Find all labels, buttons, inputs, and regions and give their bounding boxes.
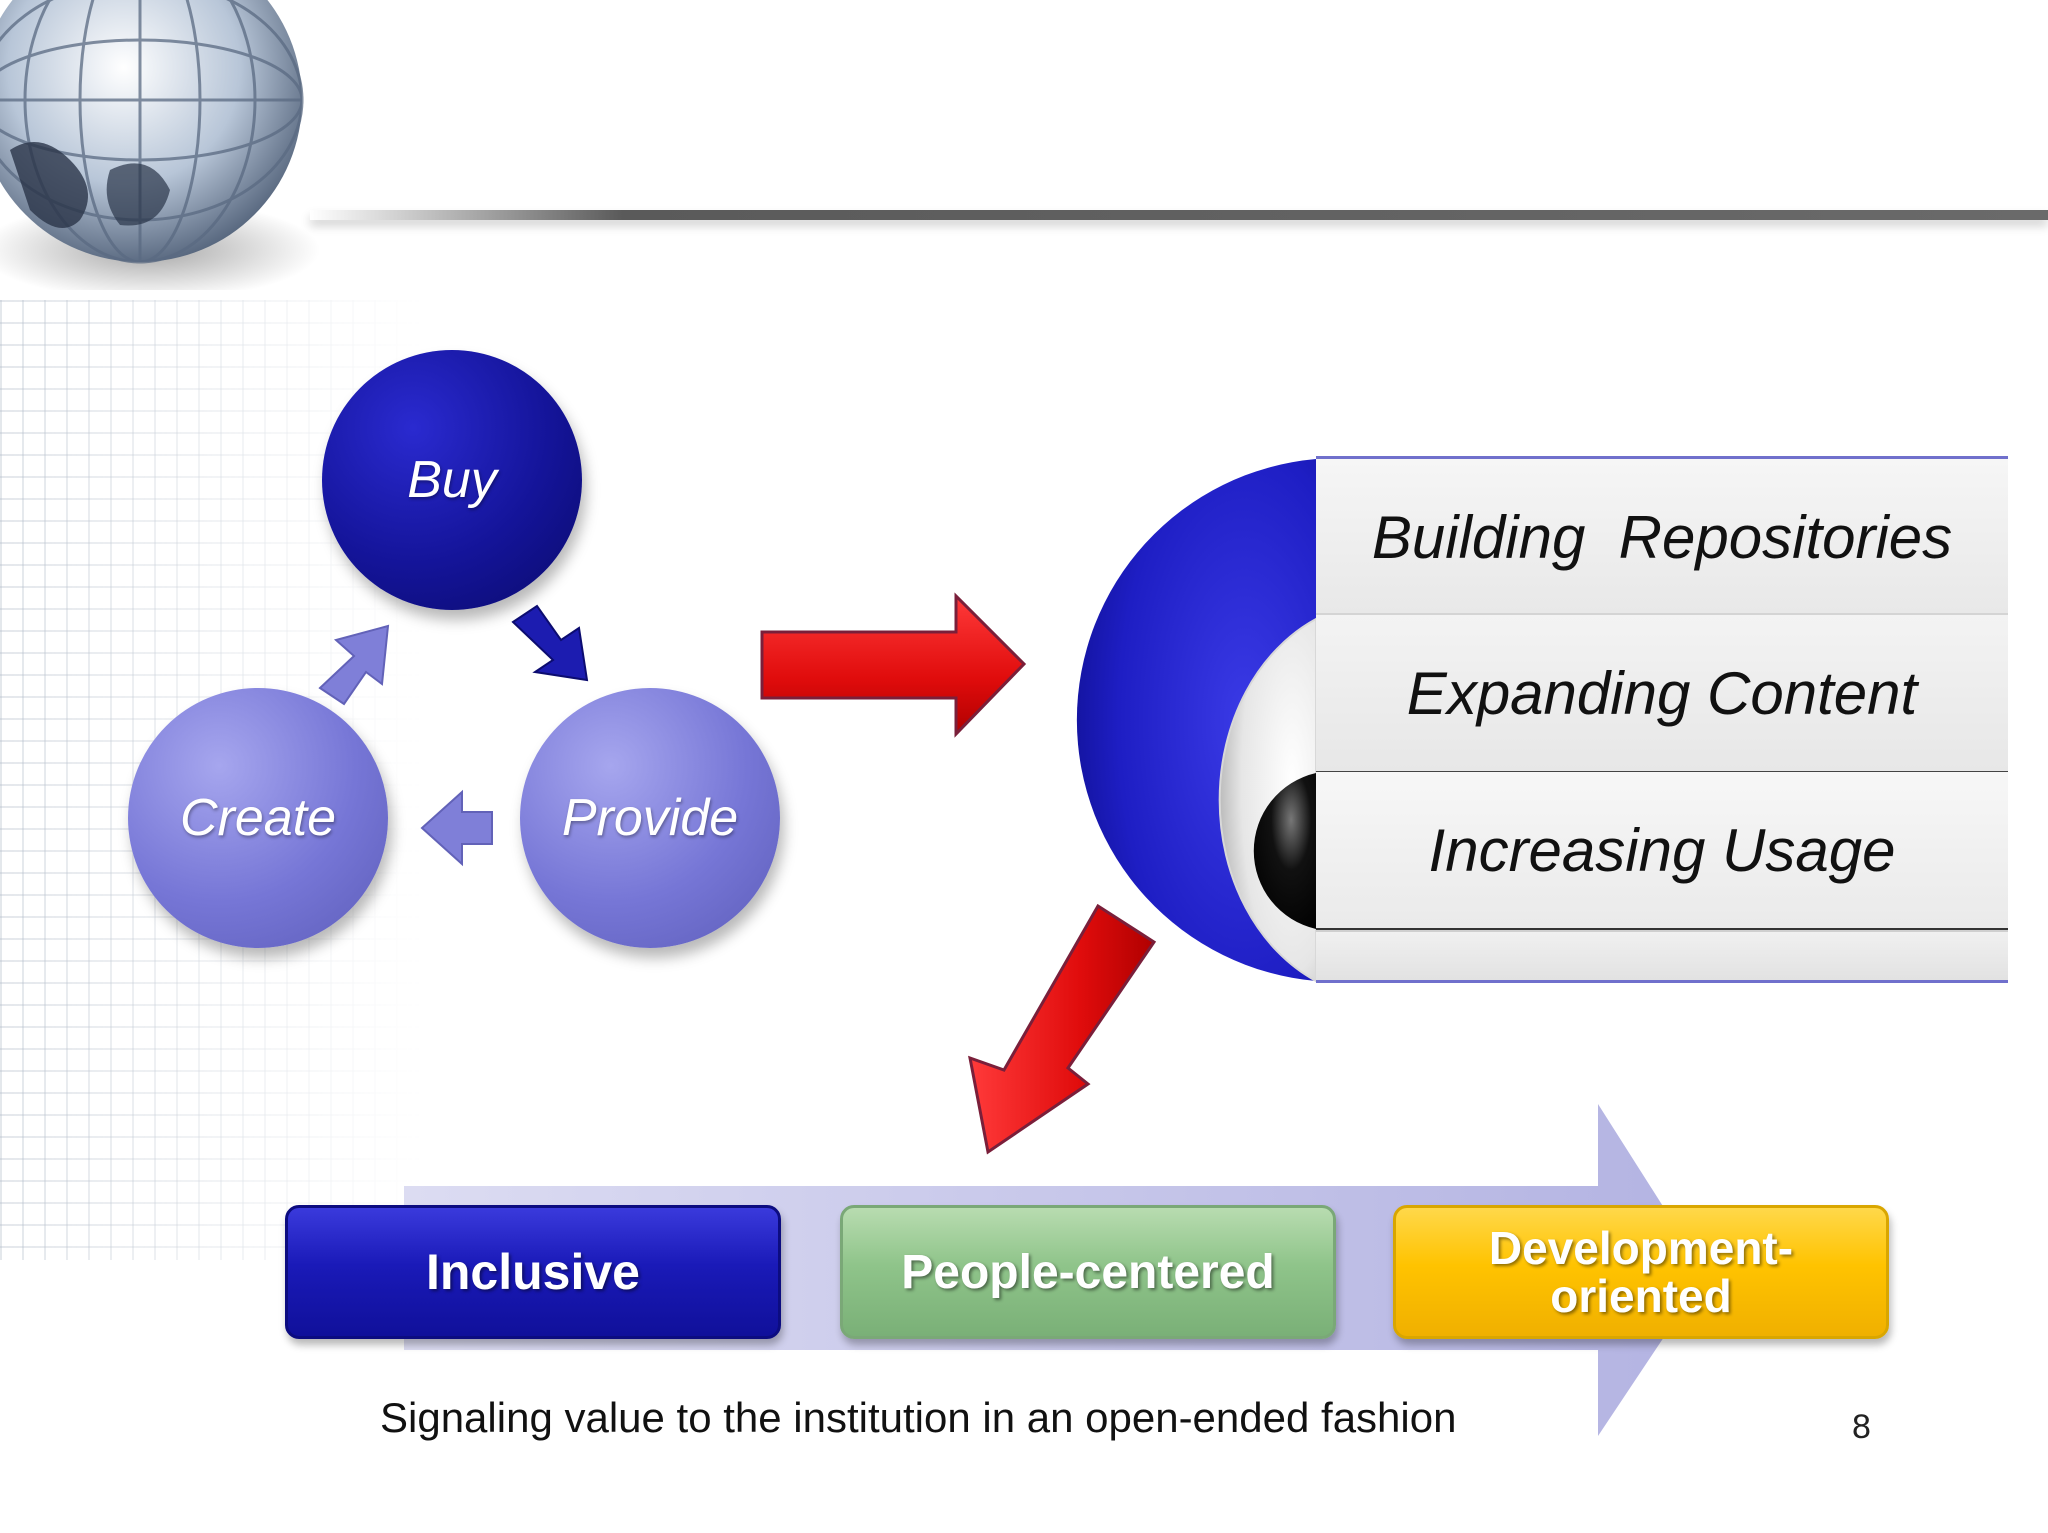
stack-item-increasing-usage: Increasing Usage — [1316, 772, 2008, 931]
cycle-node-label: Buy — [407, 451, 497, 509]
stack-item-label: Increasing Usage — [1428, 816, 1896, 884]
cycle-node-label: Provide — [561, 789, 739, 847]
page-number: 8 — [1852, 1408, 1871, 1446]
process-step-development-oriented: Development- oriented — [1393, 1205, 1889, 1339]
process-step-label: Development- oriented — [1488, 1221, 1794, 1322]
slide-caption: Signaling value to the institution in an… — [380, 1394, 1457, 1441]
stack-item-label: Expanding Content — [1406, 659, 1918, 727]
header-rule — [310, 210, 2048, 220]
cycle-arrow-create-to-buy — [318, 624, 390, 706]
cycle-node-provide: Provide — [520, 688, 780, 948]
process-step-label: Inclusive — [426, 1244, 640, 1300]
cycle-arrow-provide-to-create — [420, 789, 493, 867]
process-step-people-centered: People-centered — [840, 1205, 1336, 1339]
cycle-node-buy: Buy — [322, 350, 582, 610]
stack-base — [1316, 930, 2008, 983]
stack-item-building-repositories: Building Repositories — [1316, 456, 2008, 615]
stack-item-expanding-content: Expanding Content — [1316, 613, 2008, 774]
process-step-label: People-centered — [901, 1245, 1275, 1299]
process-step-inclusive: Inclusive — [285, 1205, 781, 1339]
stack-item-label: Building Repositories — [1371, 503, 1953, 571]
globe-icon — [0, 0, 320, 290]
red-arrow-down-left — [968, 903, 1157, 1155]
stack-semicircle-graphic — [1076, 459, 1317, 983]
cycle-arrow-buy-to-provide — [511, 604, 589, 682]
cycle-node-label: Create — [179, 789, 337, 847]
red-arrow-right — [760, 592, 1027, 738]
cycle-node-create: Create — [128, 688, 388, 948]
